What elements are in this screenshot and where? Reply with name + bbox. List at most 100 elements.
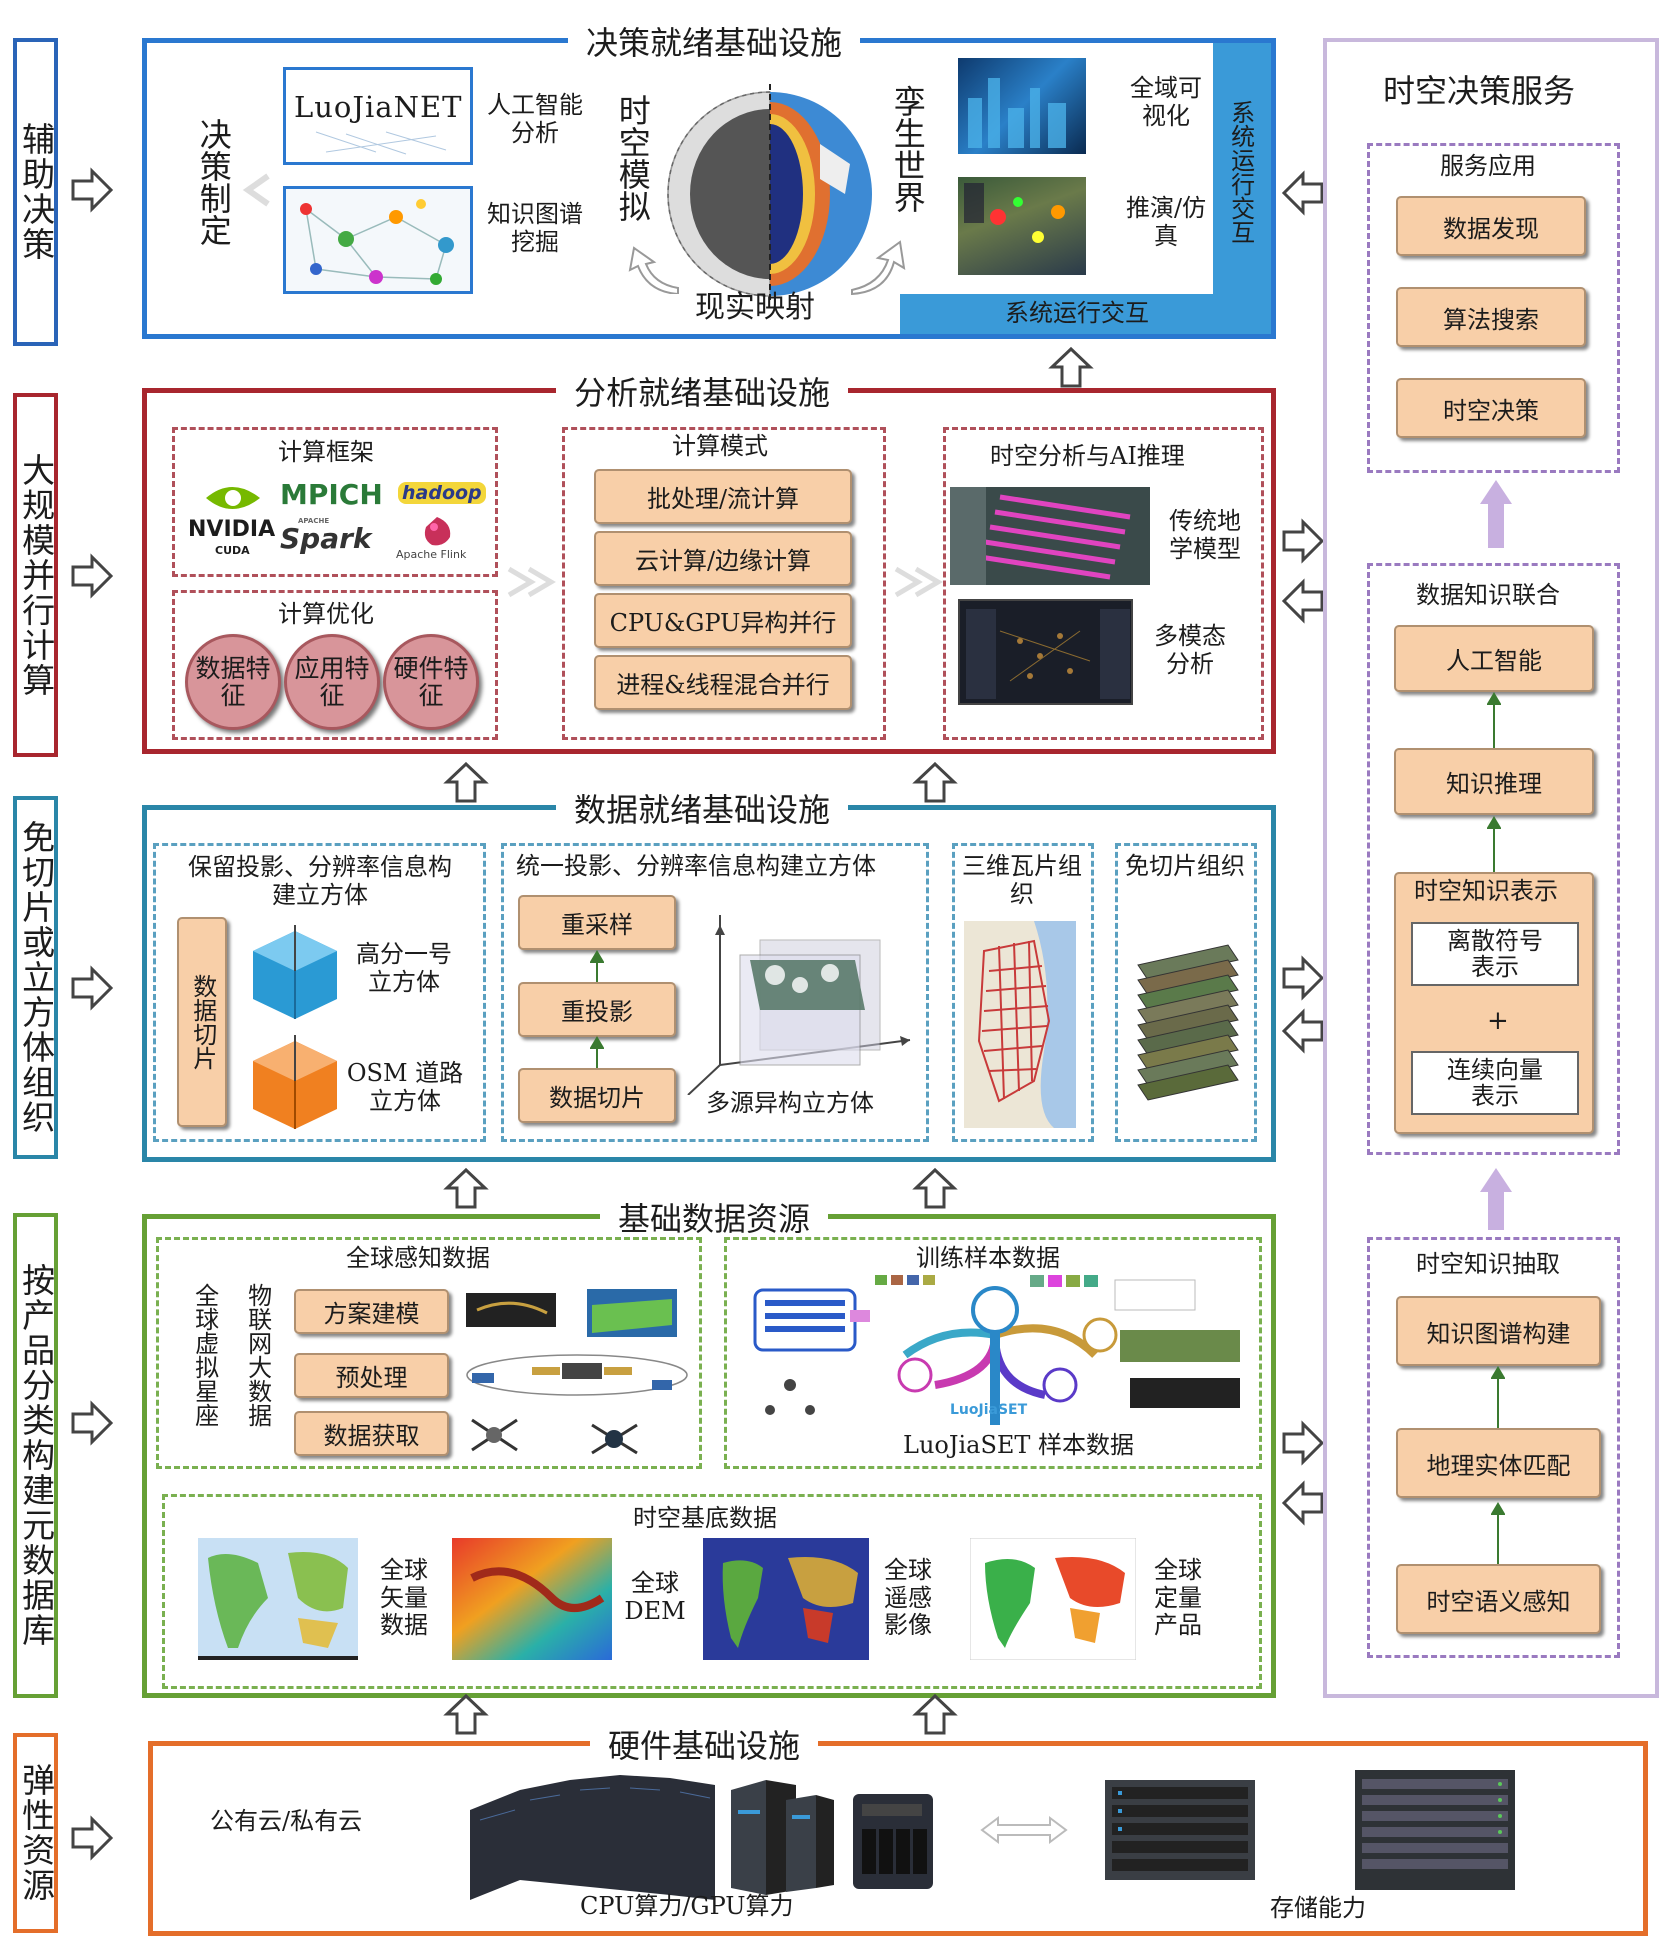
step-modeling: 方案建模: [294, 1289, 449, 1334]
step-slice: 数据切片: [518, 1068, 676, 1123]
interact-strip-vertical: [1213, 43, 1271, 334]
left-label-parallel: 大规模并行计算: [13, 393, 58, 757]
rs-label: 全球遥感影像: [884, 1556, 932, 1640]
keep-proj-label: 保留投影、分辨率信息构建立方体: [188, 853, 452, 909]
circle-app-feature: 应用特征: [284, 634, 380, 730]
globe-image: [667, 84, 872, 304]
st-ai-label: 时空分析与AI推理: [990, 442, 1185, 470]
flink-logo-icon: [424, 517, 451, 546]
curved-arrow-right-icon: [851, 240, 906, 296]
left-label-elastic: 弹性资源: [13, 1733, 58, 1933]
extract-semantic: 时空语义感知: [1396, 1564, 1601, 1634]
step-reproject: 重投影: [518, 982, 676, 1037]
up-arrow-icon: [443, 1693, 489, 1735]
app-st-decision[interactable]: 时空决策: [1396, 378, 1586, 438]
tile3d-label: 三维瓦片组织: [962, 852, 1082, 908]
up-arrow-icon: [443, 761, 489, 803]
up-flow-arrows: [590, 950, 604, 1068]
unify-proj-label: 统一投影、分辨率信息构建立方体: [516, 852, 876, 880]
virtual-constellation-label: 全球虚拟星座: [190, 1283, 219, 1427]
mode-hybrid: 进程&线程混合并行: [594, 655, 852, 710]
analysis-title: 分析就绪基础设施: [556, 368, 849, 414]
double-arrow-icon: [980, 1816, 1068, 1844]
storage-rack-image: [1355, 1770, 1515, 1890]
up-arrow-icon: [1048, 346, 1094, 388]
deduce-label: 推演/仿真: [1125, 194, 1207, 250]
right-arrow-icon: [1282, 955, 1325, 1001]
up-flow-arrows: [1491, 1366, 1505, 1564]
simulation-image: [958, 177, 1086, 275]
step-resample: 重采样: [518, 895, 676, 950]
global-sensing-box: [156, 1237, 702, 1469]
geo-model-label: 传统地学模型: [1169, 507, 1241, 563]
notile-label: 免切片组织: [1125, 852, 1245, 880]
vector-map-label: 全球矢量数据: [380, 1556, 428, 1640]
hardware-title: 硬件基础设施: [590, 1721, 819, 1767]
step-preprocess: 预处理: [294, 1353, 449, 1398]
slice-vertical-box: 数据切片: [177, 917, 227, 1127]
tile3d-map-image: [964, 921, 1076, 1128]
app-data-discovery[interactable]: 数据发现: [1396, 196, 1586, 256]
tower-server-image: [731, 1780, 834, 1895]
repr-plus: +: [1487, 1006, 1509, 1036]
storage-label: 存储能力: [1270, 1894, 1366, 1922]
st-base-label: 时空基底数据: [633, 1504, 777, 1532]
framework-box: [172, 427, 498, 577]
training-sample-box: [724, 1237, 1262, 1469]
iot-label: 物联网大数据: [243, 1283, 272, 1427]
flink-logo: Apache Flink: [396, 548, 467, 561]
cpu-gpu-label: CPU算力/GPU算力: [580, 1892, 794, 1920]
multisource-cube-image: [687, 915, 911, 1095]
app-algo-search[interactable]: 算法搜索: [1396, 287, 1586, 347]
left-label-decision: 辅助决策: [13, 38, 58, 346]
st-ai-box: [943, 427, 1264, 740]
fusion-ai: 人工智能: [1394, 625, 1594, 692]
mode-cloud: 云计算/边缘计算: [594, 531, 852, 586]
decision-title: 决策就绪基础设施: [568, 18, 861, 64]
repr-continuous: 连续向量表示: [1411, 1051, 1579, 1115]
optimize-label: 计算优化: [278, 600, 374, 628]
ai-analysis-label: 人工智能分析: [487, 91, 583, 147]
spark-logo: Spark: [280, 522, 372, 555]
notile-stack-image: [1137, 944, 1239, 1101]
up-arrow-icon: [912, 1693, 958, 1735]
city-3d-image: [958, 58, 1086, 154]
fusion-reasoning: 知识推理: [1394, 748, 1594, 815]
up-arrow-icon: [1480, 480, 1512, 548]
multimodal-image: [958, 599, 1133, 705]
fusion-label: 数据知识联合: [1416, 581, 1560, 609]
st-base-box: [162, 1494, 1262, 1689]
service-title: 时空决策服务: [1383, 72, 1576, 110]
left-arrow-icon: [1281, 578, 1324, 624]
mode-label: 计算模式: [672, 432, 768, 460]
mode-batch: 批处理/流计算: [594, 469, 852, 524]
chevron-right-icon: [507, 566, 556, 598]
up-arrow-icon: [443, 1167, 489, 1209]
nvidia-logo: NVIDIA: [188, 517, 276, 542]
storage-array-image: [1105, 1780, 1255, 1880]
up-arrow-icon: [912, 1167, 958, 1209]
hadoop-logo: hadoop: [398, 482, 486, 504]
chevron-right-icon: [894, 566, 943, 598]
decide-label: 决策制定: [194, 118, 233, 246]
right-arrow-icon: [71, 1815, 114, 1861]
quant-product-label: 全球定量产品: [1154, 1556, 1202, 1640]
vector-map-image: [198, 1538, 358, 1660]
left-arrow-icon: [1281, 1480, 1324, 1526]
cuda-logo: CUDA: [215, 544, 250, 557]
gf1-cube-icon: [253, 925, 337, 1019]
twin-label: 孪生世界: [888, 85, 927, 213]
geo-model-image: [950, 487, 1150, 585]
up-arrow-icon: [912, 761, 958, 803]
right-arrow-icon: [1282, 1420, 1325, 1466]
luojianet-image: LuoJiaNET: [283, 67, 473, 165]
server-rack-image: [470, 1775, 715, 1900]
tile3d-box: [952, 843, 1094, 1142]
right-arrow-icon: [1282, 518, 1325, 564]
left-arrow-icon: [1281, 1008, 1324, 1054]
reality-mapping-label: 现实映射: [695, 290, 815, 325]
left-arrow-icon: [1281, 170, 1324, 216]
mode-hetero: CPU&GPU异构并行: [594, 593, 852, 648]
interact-strip-horizontal: [900, 294, 1271, 334]
mode-box: [562, 427, 886, 740]
